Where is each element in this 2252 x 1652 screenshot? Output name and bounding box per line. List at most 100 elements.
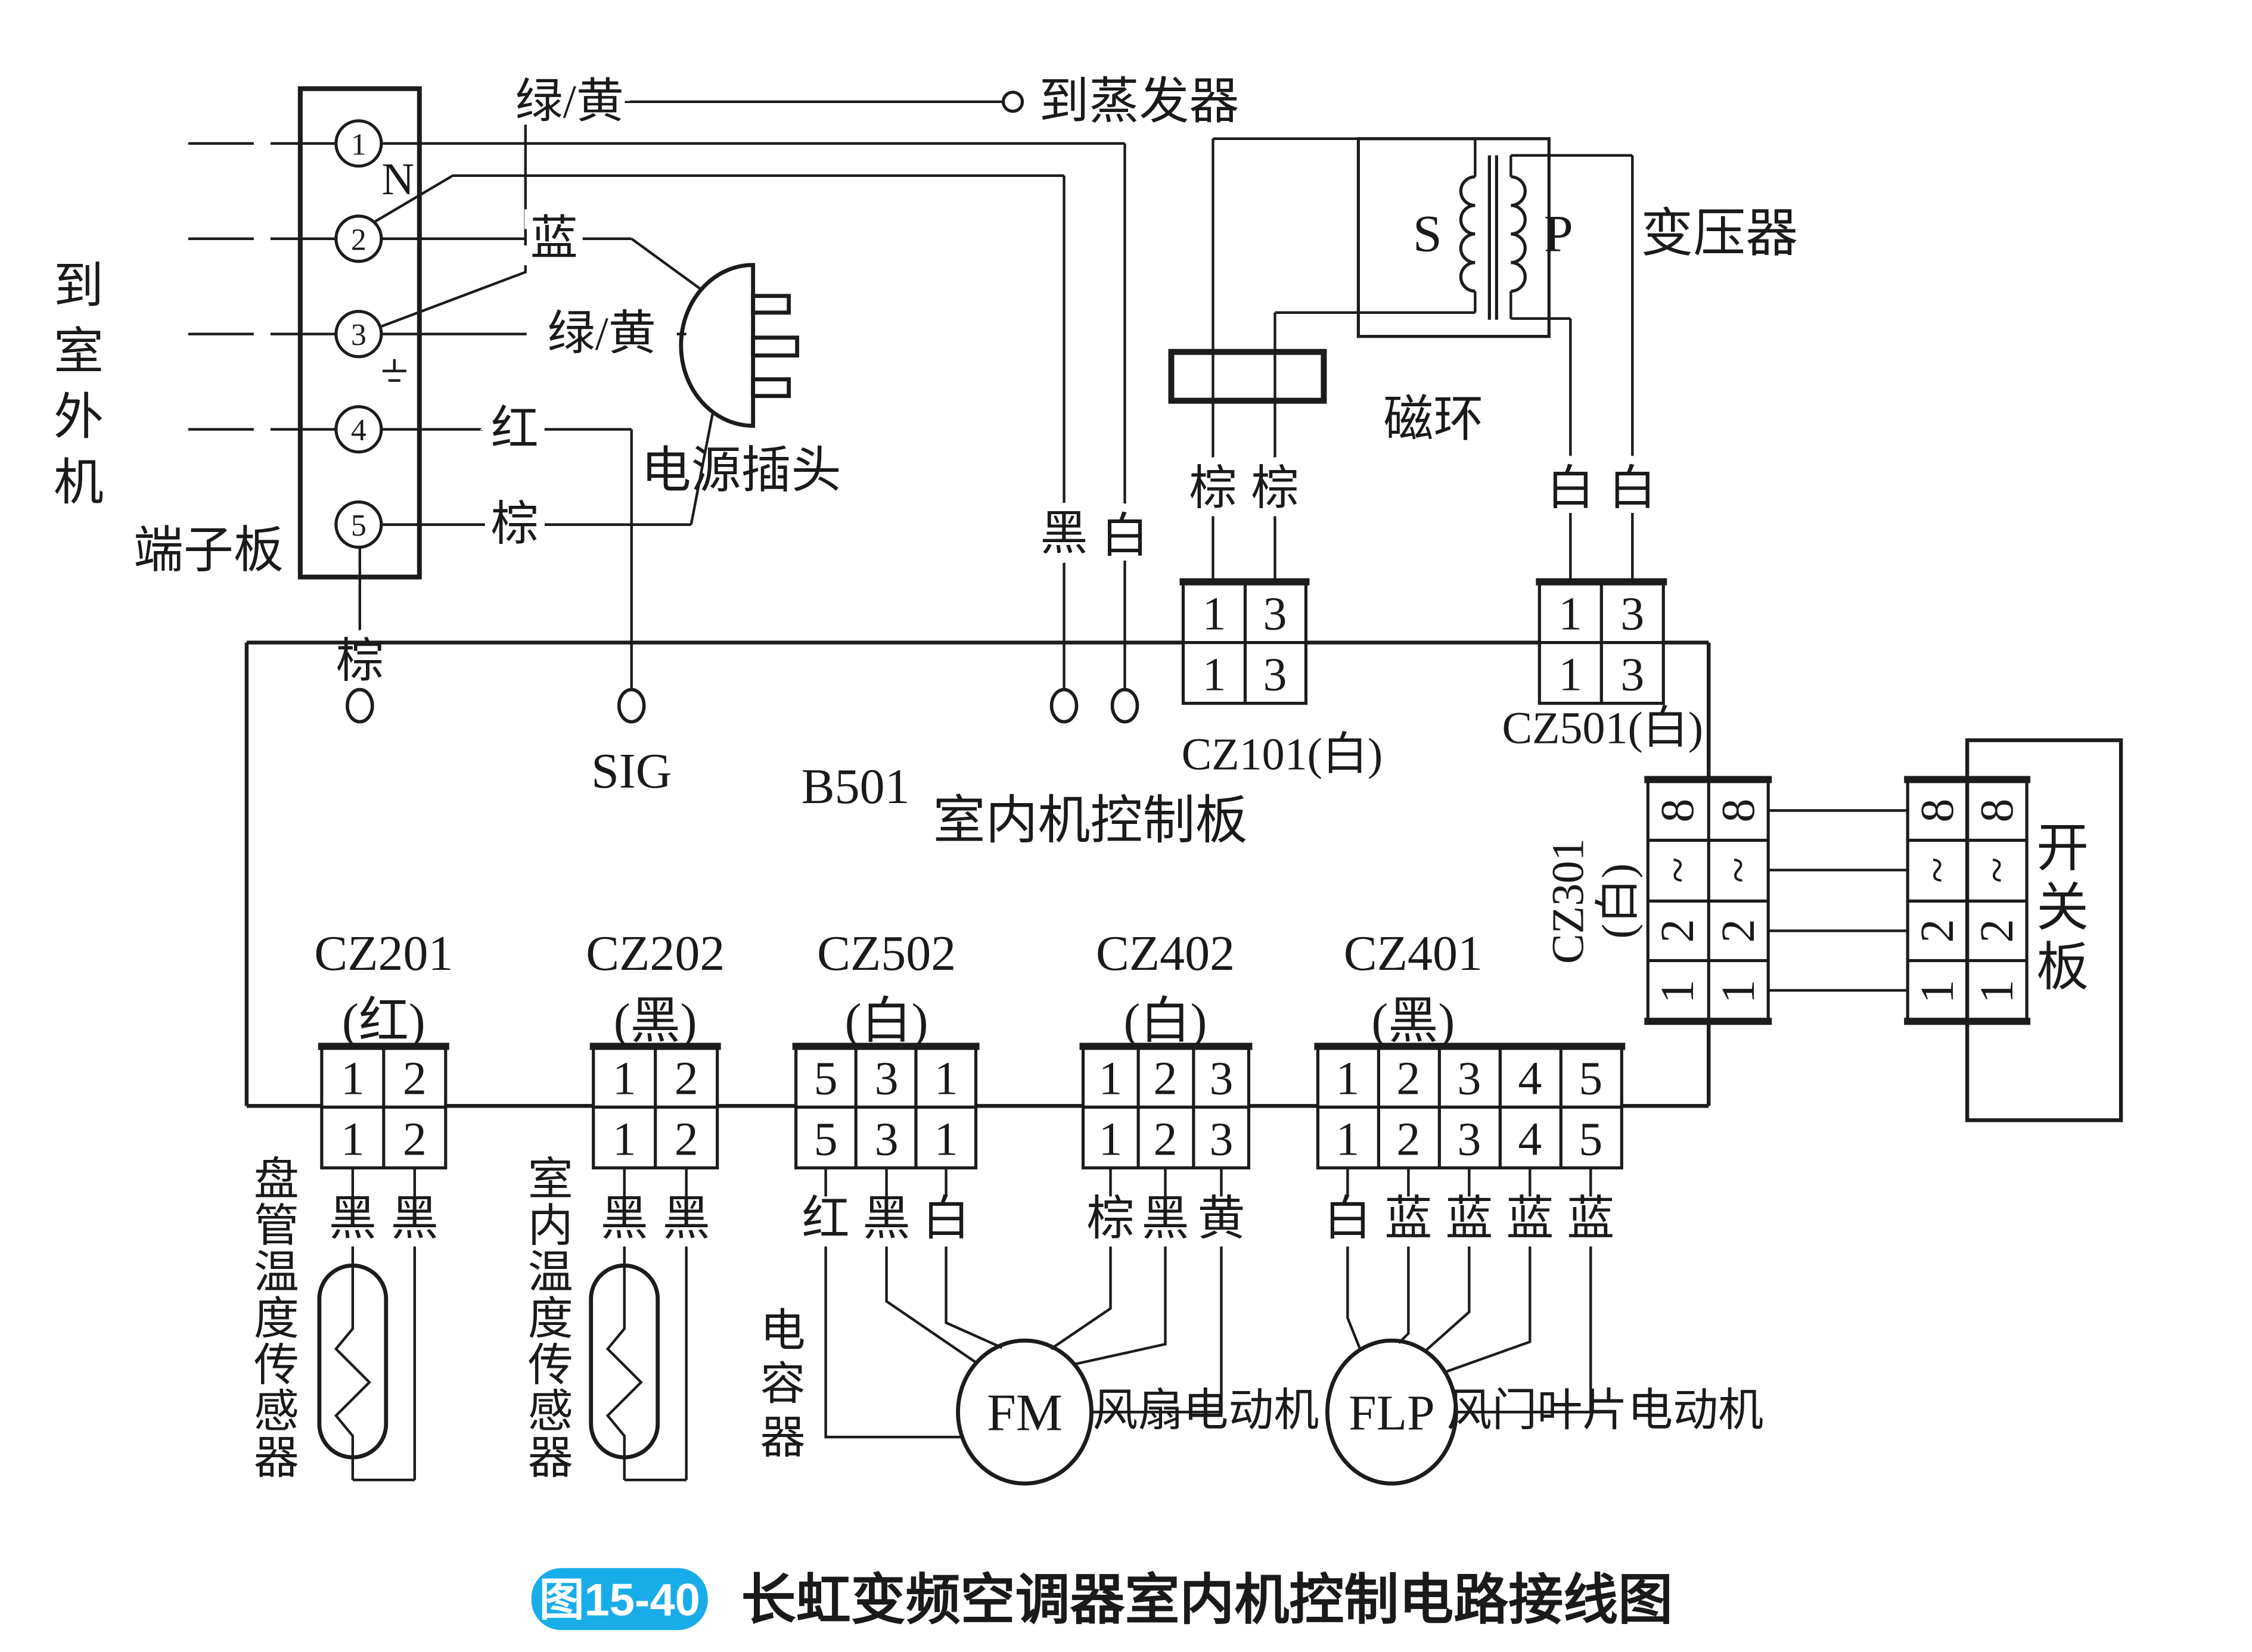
cz402-pin: 2 (1153, 1113, 1177, 1165)
cz502-color: (白) (845, 994, 928, 1049)
terminal-block: 1 2 3 4 5 N 端子板 到室外机 (54, 86, 422, 580)
wire-red-pin4 (381, 428, 633, 689)
cz301-pin: ~ (1712, 857, 1765, 883)
cz501-pin: 1 (1558, 649, 1582, 701)
cz202-color: (黑) (614, 994, 697, 1049)
to-outdoor-unit-label: 到室外机 (54, 259, 104, 511)
primary-coil (1511, 175, 1527, 293)
cz401-pin: 5 (1579, 1052, 1602, 1105)
cz402-pin: 3 (1209, 1052, 1233, 1105)
cz401-wire-blue4: 蓝 (1567, 1193, 1614, 1245)
board-terminal-brown (346, 687, 374, 724)
wire-label-white: 白 (1101, 511, 1149, 563)
sig-label: SIG (591, 743, 672, 799)
cz402-wire-black: 黑 (1141, 1193, 1189, 1245)
cz402-title: CZ402 (1096, 926, 1235, 981)
sw-pin: 2 (1911, 919, 1964, 942)
control-board-outline (244, 640, 1711, 1108)
cz401-wire-white: 白 (1324, 1193, 1371, 1245)
to-evaporator-label: 到蒸发器 (1039, 74, 1240, 129)
cz402-pin: 2 (1153, 1052, 1177, 1105)
cz501-label: CZ501(白) (1502, 704, 1703, 754)
wire-black-pin2-N (373, 174, 1066, 689)
ground-icon (382, 359, 406, 382)
cz101-label: CZ101(白) (1182, 730, 1383, 780)
transformer-label: 变压器 (1641, 205, 1798, 263)
cz301-label: CZ301 (1543, 838, 1593, 964)
wire-blue-pin2 (381, 237, 703, 291)
terminal-left-dashes (188, 142, 336, 431)
cz202-title: CZ202 (586, 926, 725, 981)
connector-cz501: 1 3 1 3 CZ501(白) (1502, 578, 1703, 754)
plug-prong-2 (751, 335, 800, 358)
connector-cz301: 8 8 ~ ~ 2 2 1 1 CZ301 (白) (1543, 776, 1772, 1025)
cz402-wire-yellow: 黄 (1197, 1193, 1245, 1245)
cz402-pin: 3 (1209, 1113, 1233, 1165)
wire-label-black: 黑 (1040, 508, 1088, 561)
cz501-pin: 3 (1620, 588, 1644, 640)
wire-transformer-primary (1509, 154, 1634, 582)
fan-motor-text: FM (987, 1385, 1063, 1442)
cz201-pin: 2 (403, 1113, 427, 1165)
terminal-block-label: 端子板 (133, 523, 284, 578)
sw-pin: 8 (1911, 799, 1964, 823)
cz501-pin: 1 (1558, 588, 1582, 640)
terminal-pin-2: 2 (351, 223, 366, 257)
cz502-wire-white: 白 (922, 1193, 970, 1245)
connector-cz502: CZ502 (白) 5 3 1 5 3 1 红 黑 白 电容器 (760, 926, 1003, 1463)
secondary-label: S (1413, 205, 1442, 263)
sw-pin: 1 (1971, 979, 2023, 1003)
wire-label-red: 红 (491, 403, 539, 456)
cz502-pin: 5 (814, 1113, 838, 1165)
cz401-pin: 1 (1335, 1052, 1359, 1105)
board-terminal-sig (617, 687, 646, 724)
figure-badge (531, 1568, 708, 1631)
wire-label-green-yellow-top: 绿/黄 (515, 76, 624, 128)
cz301-pin: 2 (1712, 919, 1765, 942)
capacitor-label: 电容器 (760, 1306, 806, 1463)
transformer-core (1487, 155, 1498, 320)
sw-pin: ~ (1911, 857, 1964, 883)
louver-motor-label: 风门叶片电动机 (1446, 1386, 1763, 1436)
cz401-pin: 4 (1518, 1052, 1542, 1105)
cz401-title: CZ401 (1344, 926, 1483, 981)
terminal-pin-5: 5 (351, 509, 366, 543)
cz202-pin: 1 (613, 1113, 636, 1165)
cz201-title: CZ201 (314, 926, 453, 981)
cz402-wire-brown: 棕 (1087, 1193, 1135, 1245)
wire-label-brown-2: 棕 (1251, 463, 1299, 515)
cz401-pin: 3 (1457, 1113, 1481, 1165)
cz401-pin: 1 (1335, 1113, 1359, 1165)
magnetic-ring-label: 磁环 (1383, 392, 1483, 447)
connector-cz101: 1 3 1 3 CZ101(白) (1179, 578, 1383, 780)
louver-motor: FLP (1325, 1338, 1458, 1486)
wire-label-brown-1: 棕 (1189, 463, 1237, 515)
cz202-pin: 2 (675, 1113, 698, 1165)
cz502-wire-black: 黑 (863, 1193, 911, 1245)
cz402-color: (白) (1124, 994, 1207, 1049)
sw-pin: ~ (1971, 857, 2023, 883)
cz101-pin: 1 (1202, 588, 1226, 640)
cz401-pin: 2 (1396, 1052, 1420, 1105)
cz301-pin: 8 (1712, 799, 1765, 823)
terminal-pin-3: 3 (351, 318, 366, 352)
cz101-pin: 3 (1263, 588, 1287, 640)
louver-motor-text: FLP (1349, 1386, 1435, 1441)
fan-motor: FM (956, 1338, 1094, 1486)
magnetic-ring (1168, 349, 1327, 404)
secondary-coil (1459, 175, 1476, 293)
connector-switch: 8 8 ~ ~ 2 2 1 1 (1904, 776, 2031, 1025)
cz202-pin: 1 (613, 1052, 636, 1105)
connector-cz401: CZ401 (黑) 1 2 3 4 5 1 2 3 4 5 白 蓝 蓝 蓝 蓝 (1314, 926, 1626, 1414)
cz402-pin: 1 (1099, 1113, 1123, 1165)
terminal-pin-4: 4 (351, 413, 366, 447)
cz502-wire-red: 红 (802, 1193, 850, 1245)
switch-board-label: 开关板 (2036, 820, 2089, 997)
fan-motor-label: 风扇电动机 (1093, 1386, 1319, 1436)
cz401-color: (黑) (1371, 994, 1455, 1049)
cz401-wire-blue1: 蓝 (1384, 1193, 1432, 1245)
wire-brown-pin5 (381, 413, 714, 526)
cz301-pin: ~ (1651, 857, 1704, 883)
wire-white-pin1 (381, 142, 1126, 689)
